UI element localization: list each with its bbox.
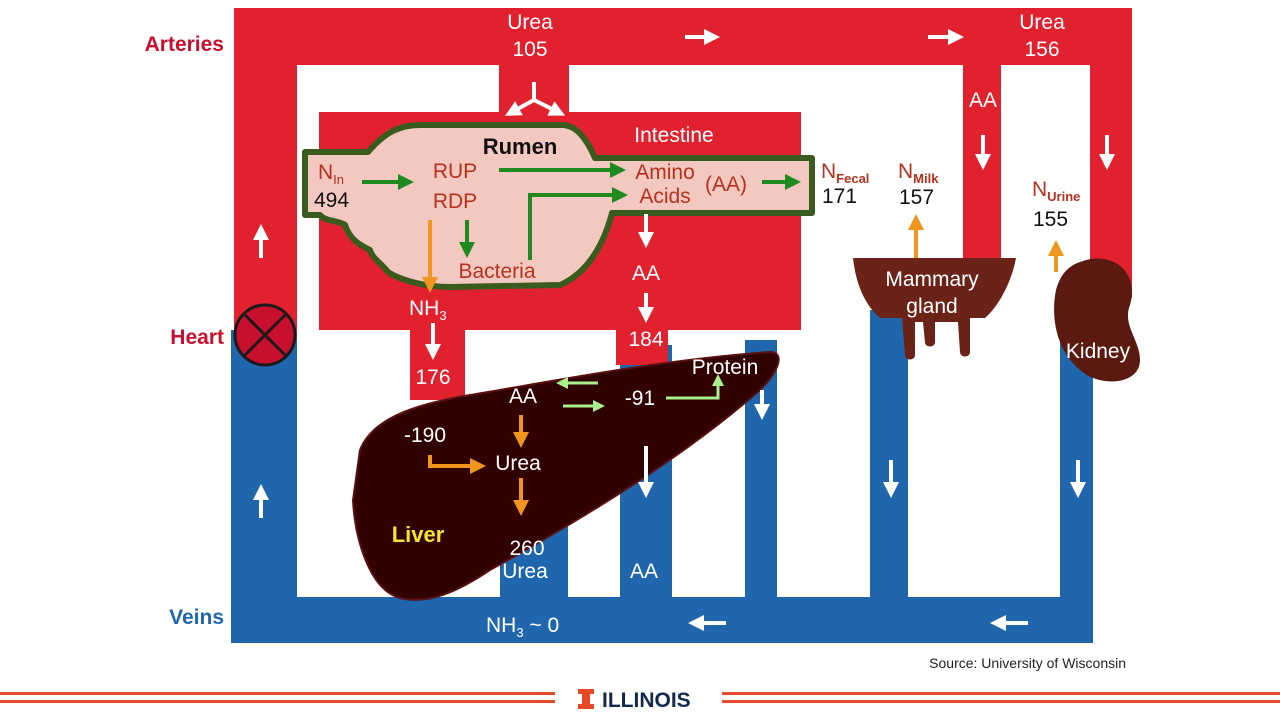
n-milk-value: 157 (899, 186, 934, 209)
aa-portal-label: AA (632, 262, 660, 285)
footer-bar: ILLINOIS (0, 689, 1280, 712)
mammary-label-line1: Mammary (885, 268, 979, 291)
rumen-title: Rumen (483, 134, 558, 159)
nh3-value: 176 (415, 366, 450, 389)
urea-vein-label: Urea (502, 560, 548, 583)
n-fecal-value: 171 (822, 185, 857, 208)
blood-flow-arrows (253, 29, 1115, 631)
n-in-label: NIn (318, 161, 344, 187)
liver-minus-190: -190 (404, 424, 446, 447)
n-urine-value: 155 (1033, 208, 1068, 231)
veins-label: Veins (169, 606, 224, 629)
rumen-flow-arrows (362, 162, 801, 260)
n-urine-label: NUrine (1032, 178, 1080, 204)
nh3-label: NH3 (409, 297, 447, 323)
liver-minus-91: -91 (625, 387, 655, 410)
mammary-gland-shape (853, 258, 1016, 360)
urea-vein-value: 260 (509, 537, 544, 560)
intestine-title: Intestine (634, 124, 713, 147)
liver-aa-label: AA (509, 385, 537, 408)
rup-label: RUP (433, 160, 477, 183)
nh3-vein-label: NH3 ~ 0 (486, 614, 559, 640)
urea-top-value: 105 (512, 38, 547, 61)
liver-urea-label: Urea (495, 452, 541, 475)
aa-artery-label: AA (969, 89, 997, 112)
kidney-shape (1054, 258, 1140, 382)
amino-label: Amino (635, 161, 695, 184)
mammary-label-line2: gland (906, 295, 957, 318)
source-caption: Source: University of Wisconsin (929, 655, 1126, 671)
bacteria-label: Bacteria (458, 260, 535, 283)
acids-label: Acids (639, 185, 690, 208)
aa-portal-value: 184 (628, 328, 663, 351)
liver-shape (351, 350, 780, 601)
illinois-wordmark: ILLINOIS (602, 689, 691, 712)
aa-paren-label: (AA) (705, 173, 747, 196)
urea-top-right-label: Urea (1019, 11, 1065, 34)
n-in-value: 494 (314, 189, 349, 212)
rdp-label: RDP (433, 190, 477, 213)
n-fecal-label: NFecal (821, 160, 869, 186)
liver-aa-arrows (556, 374, 724, 412)
liver-protein-label: Protein (692, 356, 759, 379)
urea-flow-arrows (422, 214, 1064, 516)
illinois-block-i-icon (578, 689, 594, 709)
aa-vein-label: AA (630, 560, 658, 583)
n-milk-label: NMilk (898, 160, 939, 186)
urea-top-label: Urea (507, 11, 553, 34)
heart-label: Heart (170, 326, 224, 349)
heart-icon (233, 303, 297, 367)
liver-label: Liver (392, 522, 445, 547)
urea-top-right-value: 156 (1024, 38, 1059, 61)
arteries-label: Arteries (145, 33, 224, 56)
kidney-label: Kidney (1066, 340, 1131, 363)
